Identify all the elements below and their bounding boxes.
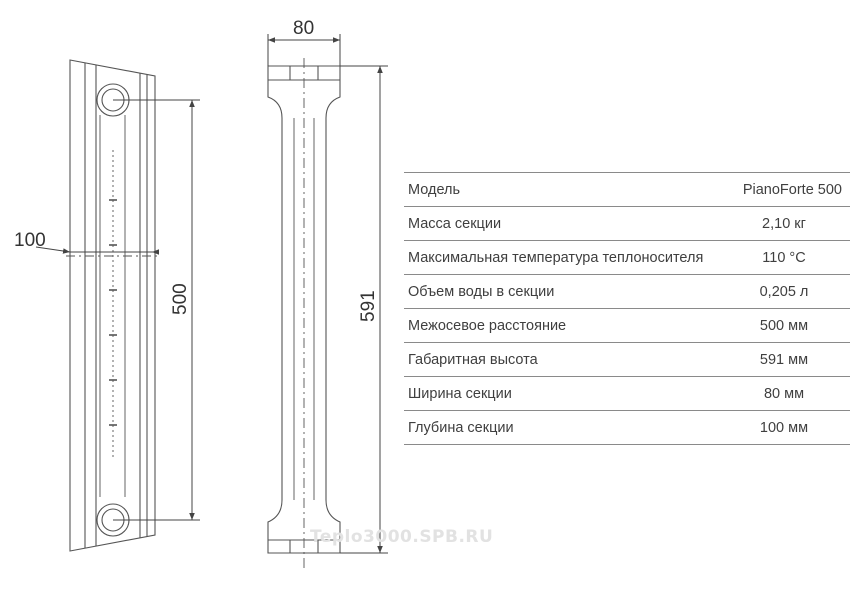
- side-view: [66, 59, 160, 552]
- spec-label: Межосевое расстояние: [404, 308, 718, 343]
- height-dimension: [340, 65, 388, 554]
- spec-value: 80 мм: [718, 376, 850, 411]
- spec-label: Масса секции: [404, 206, 718, 241]
- spec-label: Максимальная температура теплоносителя: [404, 240, 718, 275]
- spec-value: 0,205 л: [718, 274, 850, 309]
- table-row: Габаритная высота 591 мм: [404, 342, 850, 377]
- spec-label: Глубина секции: [404, 410, 718, 445]
- height-label: 591: [358, 290, 379, 322]
- spec-label: Габаритная высота: [404, 342, 718, 377]
- watermark: Teplo3000.SPB.RU: [310, 527, 494, 547]
- spec-value: 110 °С: [718, 240, 850, 275]
- spec-value: 591 мм: [718, 342, 850, 377]
- spec-value: 2,10 кг: [718, 206, 850, 241]
- spec-label: Модель: [404, 172, 718, 207]
- depth-label: 100: [14, 230, 46, 251]
- front-view: [267, 58, 341, 570]
- spec-value: 500 мм: [718, 308, 850, 343]
- axis-distance-label: 500: [170, 283, 191, 315]
- table-row: Межосевое расстояние 500 мм: [404, 308, 850, 343]
- table-row: Ширина секции 80 мм: [404, 376, 850, 411]
- spec-value: 100 мм: [718, 410, 850, 445]
- spec-table: Модель PianoForte 500 Масса секции 2,10 …: [404, 172, 850, 445]
- spec-label: Ширина секции: [404, 376, 718, 411]
- width-dimension: [267, 34, 341, 66]
- spec-label: Объем воды в секции: [404, 274, 718, 309]
- axis-distance-dimension: [113, 99, 200, 521]
- width-label: 80: [293, 18, 314, 39]
- fin-ticks: [109, 199, 117, 426]
- table-row: Модель PianoForte 500: [404, 172, 850, 207]
- table-row: Масса секции 2,10 кг: [404, 206, 850, 241]
- spec-value: PianoForte 500: [718, 172, 850, 207]
- table-row: Объем воды в секции 0,205 л: [404, 274, 850, 309]
- depth-dimension: [35, 246, 159, 255]
- table-row: Глубина секции 100 мм: [404, 410, 850, 445]
- table-row: Максимальная температура теплоносителя 1…: [404, 240, 850, 275]
